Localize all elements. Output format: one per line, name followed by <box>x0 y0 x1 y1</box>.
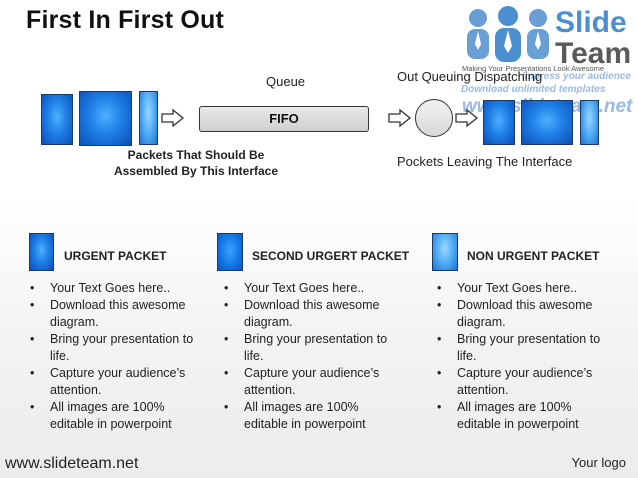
second-urgent-packet-list: Your Text Goes here.. Download this awes… <box>224 280 404 433</box>
list-item: Capture your audience’s attention. <box>437 365 617 399</box>
outgoing-packet-3 <box>580 100 599 145</box>
arrow-right-icon <box>161 108 185 128</box>
non-urgent-packet-icon <box>432 233 458 271</box>
non-urgent-packet-heading: NON URGENT PACKET <box>467 249 600 263</box>
outgoing-packet-2 <box>521 100 573 145</box>
list-item: Your Text Goes here.. <box>30 280 210 297</box>
list-item: Download this awesome diagram. <box>30 297 210 331</box>
urgent-packet-icon <box>29 233 54 271</box>
list-item: All images are 100% editable in powerpoi… <box>224 399 404 433</box>
list-item: Bring your presentation to life. <box>437 331 617 365</box>
list-item: All images are 100% editable in powerpoi… <box>437 399 617 433</box>
incoming-packet-3 <box>139 91 158 145</box>
dispatcher-circle <box>415 99 453 137</box>
second-urgent-packet-icon <box>217 233 243 271</box>
slideteam-logo: Slide Team Making Your Presentations Loo… <box>462 4 638 114</box>
incoming-packet-2 <box>79 91 132 146</box>
fifo-label: FIFO <box>269 111 299 126</box>
footer-logo-text: Your logo <box>571 455 626 470</box>
arrow-right-icon <box>455 108 479 128</box>
leaving-label: Pockets Leaving The Interface <box>397 154 573 169</box>
slide-title: First In First Out <box>26 6 225 34</box>
urgent-packet-heading: URGENT PACKET <box>64 249 167 263</box>
list-item: Download this awesome diagram. <box>224 297 404 331</box>
list-item: Capture your audience’s attention. <box>30 365 210 399</box>
brand-team-text: Team <box>555 37 632 70</box>
urgent-packet-list: Your Text Goes here.. Download this awes… <box>30 280 210 433</box>
watermark-1: Impress your audience <box>522 71 631 82</box>
incoming-label-line2: Assembled By This Interface <box>113 164 279 178</box>
queue-label: Queue <box>266 74 306 89</box>
watermark-2: Download unlimited templates <box>461 84 606 95</box>
list-item: Download this awesome diagram. <box>437 297 617 331</box>
outgoing-packet-1 <box>483 100 515 145</box>
list-item: Your Text Goes here.. <box>224 280 404 297</box>
non-urgent-packet-list: Your Text Goes here.. Download this awes… <box>437 280 617 433</box>
list-item: All images are 100% editable in powerpoi… <box>30 399 210 433</box>
incoming-packet-1 <box>41 94 73 145</box>
arrow-right-icon <box>388 108 412 128</box>
brand-tagline: Making Your Presentations Look Awesome <box>462 64 605 73</box>
fifo-box: FIFO <box>199 106 369 132</box>
list-item: Capture your audience’s attention. <box>224 365 404 399</box>
dispatch-label: Out Queuing Dispatching <box>397 69 543 84</box>
second-urgent-packet-heading: SECOND URGERT PACKET <box>252 249 410 263</box>
list-item: Bring your presentation to life. <box>224 331 404 365</box>
brand-slide-text: Slide <box>555 6 627 39</box>
incoming-label-line1: Packets That Should Be <box>127 148 265 162</box>
list-item: Your Text Goes here.. <box>437 280 617 297</box>
people-logo-icon <box>467 6 549 62</box>
list-item: Bring your presentation to life. <box>30 331 210 365</box>
footer-url: www.slideteam.net <box>5 455 139 472</box>
